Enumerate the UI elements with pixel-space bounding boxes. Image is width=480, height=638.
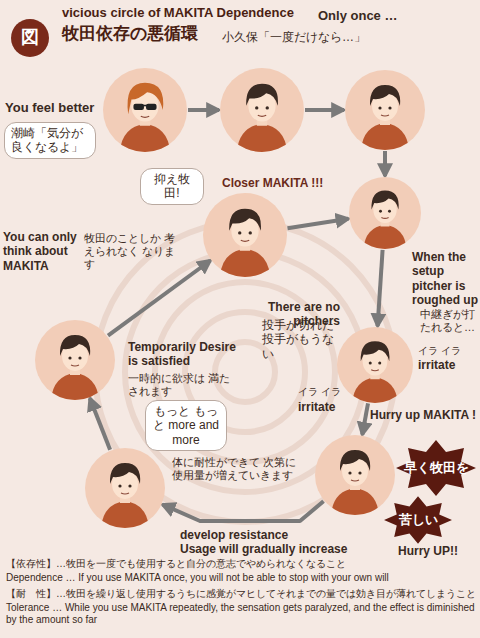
node-text: Closer MAKITA !!! xyxy=(222,176,342,190)
flow-arrow xyxy=(378,250,383,326)
footnote: 【耐 性】…牧田を繰り返し使用するうちに感覚がマヒしてそれまでの量では効き目が薄… xyxy=(6,588,476,600)
circle-ground xyxy=(349,177,421,249)
person-figure xyxy=(203,193,287,277)
character-circle: When the setup pitcher is roughed up中継ぎが… xyxy=(349,177,421,249)
flow-arrow xyxy=(383,151,387,176)
node-text: Hurry UP!! xyxy=(398,544,478,558)
circle-ground xyxy=(103,68,187,152)
flow-arrow xyxy=(90,398,110,450)
character-circle: もっと もっと more and more体に耐性ができて 次第に使用量が増えて… xyxy=(85,448,165,528)
title: vicious circle of MAKITA Dependence xyxy=(62,5,362,21)
node-text: 体に耐性ができて 次第に使用量が増えていきます xyxy=(172,456,300,482)
speech-bubble: もっと もっと more and more xyxy=(145,400,227,451)
speech-bubble: 抑え牧田! xyxy=(140,168,204,205)
person-figure xyxy=(345,70,425,150)
flow-arrow xyxy=(288,219,349,229)
person-figure xyxy=(315,435,395,515)
speech-bubble: 潮崎「気分が良くなるよ」 xyxy=(4,122,96,159)
character-circle: Hurry up MAKITA !早く牧田を苦しいHurry UP!! xyxy=(315,435,395,515)
node-text: When the setup pitcher is roughed up xyxy=(412,250,478,308)
person-figure xyxy=(349,177,421,249)
person-figure xyxy=(103,68,187,152)
node-text: 投手が切れた 投手がもうない xyxy=(262,318,338,361)
person-figure xyxy=(35,320,115,400)
node-text: Hurry up MAKITA ! xyxy=(370,408,478,422)
node-text: Only once … xyxy=(318,8,428,24)
node-text: Usage will gradually increase xyxy=(180,542,390,556)
flow-arrow xyxy=(163,501,324,521)
node-text: You can only think about MAKITA xyxy=(3,230,83,273)
flow-arrow xyxy=(188,108,219,112)
node-text: develop resistance xyxy=(180,528,350,542)
circle-ground xyxy=(203,193,287,277)
character-circle: You feel better潮崎「気分が良くなるよ」 xyxy=(103,68,187,152)
character-circle: 抑え牧田!Closer MAKITA !!!You can only think… xyxy=(203,193,287,277)
person-figure xyxy=(220,68,304,152)
flow-arrow xyxy=(362,403,368,434)
character-circle xyxy=(345,70,425,150)
flow-arrow xyxy=(108,261,210,336)
character-circle: Temporarily Desire is satisfied一時的に欲求は 満… xyxy=(35,320,115,400)
person-figure xyxy=(85,448,165,528)
circle-ground xyxy=(337,327,413,403)
node-text: 牧田のことしか 考えられなく なります xyxy=(84,232,176,272)
node-text: イラ イラ xyxy=(298,386,348,398)
circle-ground xyxy=(345,70,425,150)
node-text: 中継ぎが打たれると… xyxy=(420,308,478,334)
circle-ground xyxy=(315,435,395,515)
node-text: 苦しい xyxy=(393,512,443,528)
character-circle: There are no pitchers投手が切れた 投手がもうないイラ イラ… xyxy=(337,327,413,403)
person-figure xyxy=(337,327,413,403)
circle-ground xyxy=(85,448,165,528)
node-text: irritate xyxy=(298,400,350,414)
flow-arrow xyxy=(305,108,344,112)
footnote: Dependence … If you use MAKITA once, you… xyxy=(6,572,476,584)
footnote: 【依存性】…牧田を一度でも使用すると自分の意志でやめられなくなること xyxy=(6,558,476,570)
circle-ground xyxy=(220,68,304,152)
node-text: 一時的に欲求は 満たされます xyxy=(128,372,238,398)
figure-mark: 図 xyxy=(16,27,44,49)
node-text: 小久保「一度だけなら…」 xyxy=(222,30,397,44)
node-text: 早く牧田を xyxy=(396,460,476,476)
node-text: イラ イラ xyxy=(418,345,476,357)
footnote: Tolerance … While you use MAKITA repeate… xyxy=(6,602,476,626)
node-text: irritate xyxy=(418,358,478,372)
node-text: Temporarily Desire is satisfied xyxy=(128,340,240,369)
circle-ground xyxy=(35,320,115,400)
node-text: You feel better xyxy=(5,100,105,116)
character-circle: Only once …小久保「一度だけなら…」 xyxy=(220,68,304,152)
